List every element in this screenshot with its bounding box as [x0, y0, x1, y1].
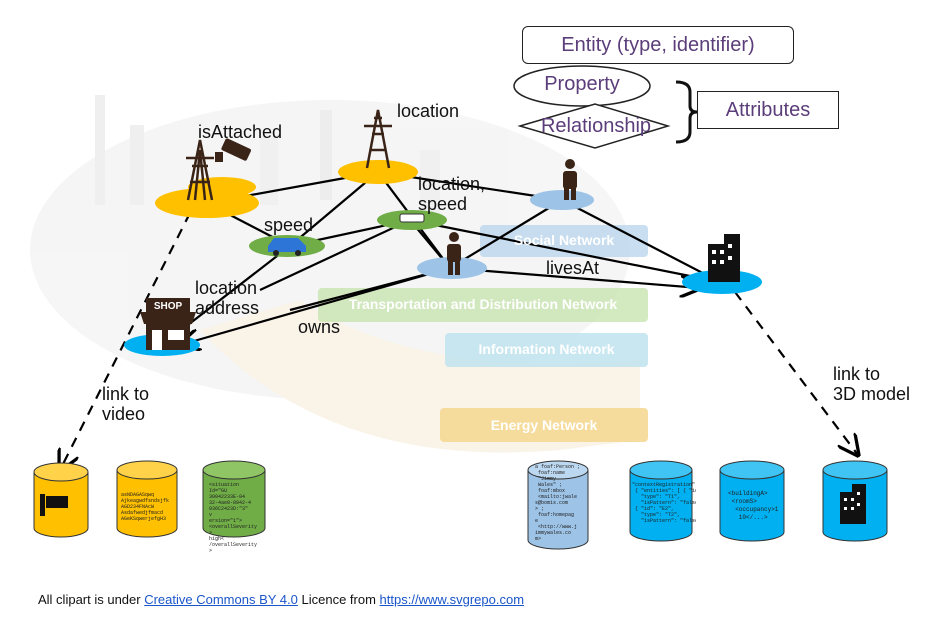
network-label-energy: Energy Network: [490, 417, 598, 433]
edge-label-location: location: [397, 101, 460, 121]
node-person-a: [530, 190, 594, 210]
edge-label-isattached: isAttached: [198, 122, 283, 142]
car-icon: [268, 238, 306, 256]
tower-icon: [186, 139, 214, 201]
license-link[interactable]: Creative Commons BY 4.0: [144, 592, 298, 607]
edge-label-location-address: location address: [195, 278, 260, 318]
svgrepo-link[interactable]: https://www.svgrepo.com: [379, 592, 525, 607]
edge-label-owns: owns: [298, 317, 341, 337]
edge-label-link-video: link to video: [102, 384, 150, 424]
person-icon: [563, 159, 577, 200]
edge-label-speed: speed: [264, 215, 314, 235]
building-icon: [708, 234, 740, 282]
edge-label-location-speed: location, speed: [418, 174, 486, 214]
db-situation-text: <situation Id="GU 30042233E-04 32-4ae0-8…: [209, 482, 258, 554]
legend-brace: [675, 80, 698, 144]
footer-credit: All clipart is under Creative Commons BY…: [38, 592, 524, 607]
network-label-social: Social Network: [513, 232, 615, 248]
video-camera-icon: [46, 496, 68, 508]
sensor-icon: [399, 213, 425, 223]
database-context: [629, 460, 693, 542]
legend-attributes-box: Attributes: [697, 91, 839, 129]
tower-icon: [364, 109, 392, 169]
network-label-information: Information Network: [478, 341, 615, 357]
building-icon: [840, 484, 866, 524]
database-camera: [33, 462, 89, 538]
database-situation: [202, 460, 266, 538]
legend-property-shape: [513, 65, 651, 107]
footer-prefix: All clipart is under: [38, 592, 145, 607]
legend-entity-box: Entity (type, identifier): [522, 26, 794, 64]
social-network-band: [480, 225, 648, 257]
information-network-band: [445, 333, 648, 367]
db-hash-text: asNDAGASqwq Ajkeagwdfsndsjfk AGD234FNAcW…: [121, 492, 170, 522]
network-label-transport: Transportation and Distribution Network: [348, 296, 618, 312]
network-layers: [318, 225, 648, 442]
database-building: [719, 460, 785, 542]
legend-relationship-shape: [517, 103, 671, 149]
shop-icon: [140, 298, 196, 350]
person-icon: [447, 232, 461, 275]
legend-relationship-label: Relationship: [540, 115, 652, 137]
shop-sign-label: SHOP: [154, 301, 183, 312]
node-location-tower: [338, 160, 418, 184]
database-person: [527, 460, 589, 550]
db-person-text: a foaf:Person ; foaf:name "Jimmy Wales" …: [535, 464, 581, 542]
db-building-text: <buildingA> <roomS> <occupancy>1 10</...…: [728, 490, 779, 521]
edge-label-lives-at: livesAt: [546, 258, 600, 278]
db-context-text: "contextRegistration": [ { "entities": […: [632, 482, 696, 524]
database-3d-model: [822, 460, 888, 542]
database-hash: [116, 460, 178, 538]
legend-property-label: Property: [544, 73, 620, 95]
transport-network-band: [318, 288, 648, 322]
security-camera-icon: [215, 138, 251, 162]
energy-network-band: [440, 408, 648, 442]
footer-middle: Licence from: [297, 592, 380, 607]
edge-label-link-3d: link to 3D model: [833, 364, 911, 404]
